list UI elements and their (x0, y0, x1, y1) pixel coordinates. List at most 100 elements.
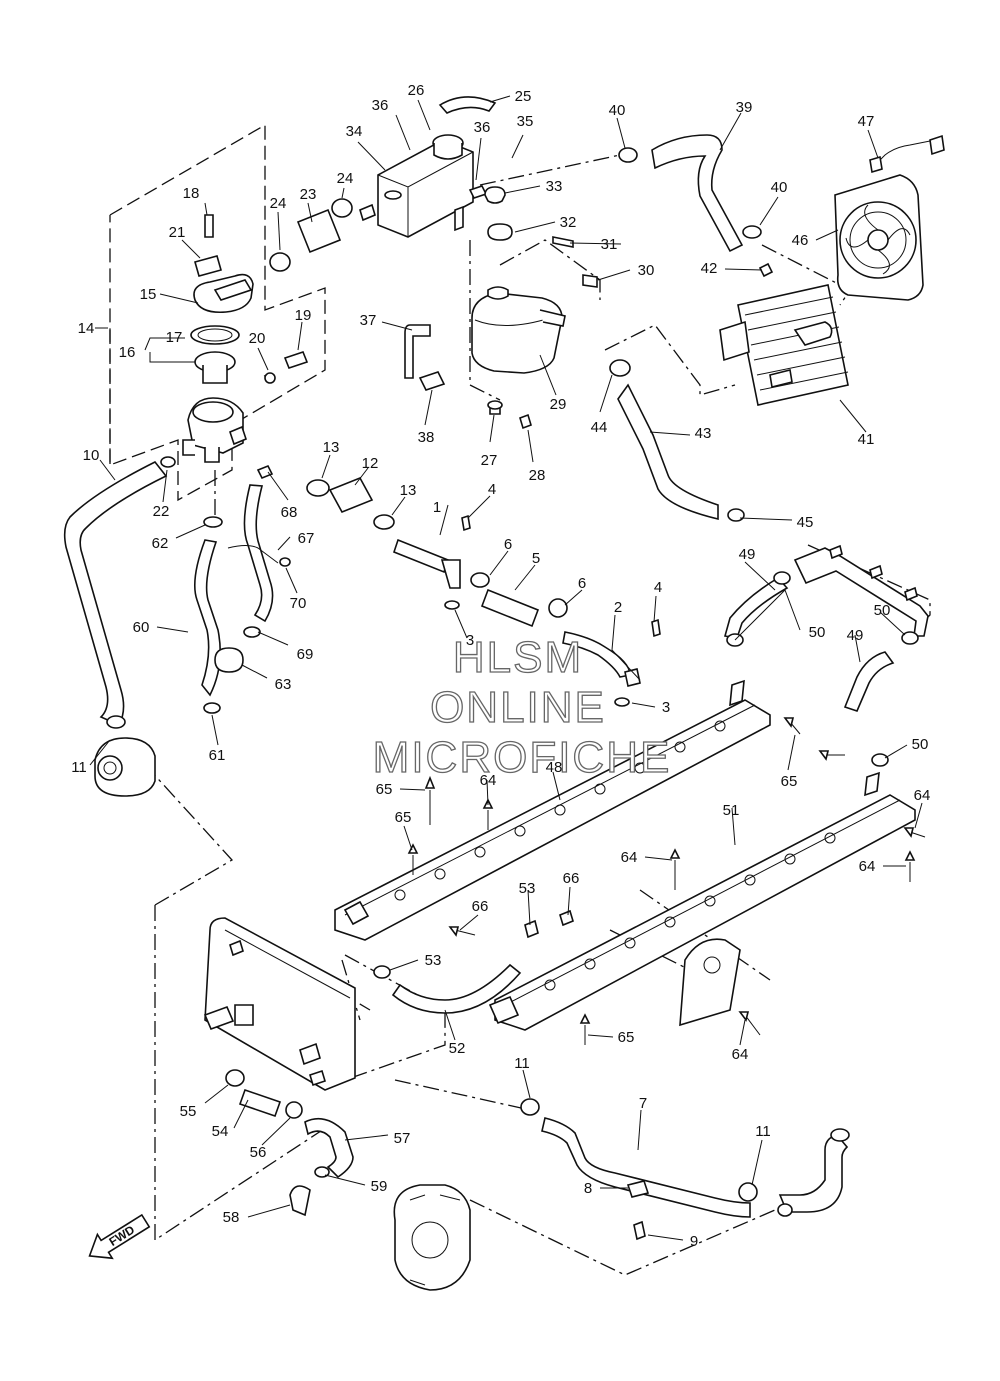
callout-number: 19 (295, 307, 312, 324)
callout-number: 65 (781, 773, 798, 790)
callout-number: 49 (847, 627, 864, 644)
callout-number: 55 (180, 1103, 197, 1120)
callout-number: 64 (480, 772, 497, 789)
callout-number: 50 (874, 602, 891, 619)
callout-number: 45 (797, 514, 814, 531)
callout-number: 10 (83, 447, 100, 464)
radiator-assembly (609, 134, 945, 522)
callout-number: 37 (360, 312, 377, 329)
callout-number: 66 (563, 870, 580, 887)
callout-number: 44 (591, 419, 608, 436)
left-hoses (63, 460, 291, 797)
callout-number: 35 (517, 113, 534, 130)
callout-number: 1 (433, 499, 441, 516)
callout-number: 23 (300, 186, 317, 203)
callout-number: 40 (609, 102, 626, 119)
callout-number: 70 (290, 595, 307, 612)
callout-number: 4 (488, 481, 496, 498)
callout-number: 3 (662, 699, 670, 716)
callout-number: 11 (514, 1055, 530, 1072)
callout-number: 64 (859, 858, 876, 875)
lower-hoses (225, 1069, 850, 1291)
callout-number: 4 (654, 579, 662, 596)
callout-number: 22 (153, 503, 170, 520)
callout-number: 68 (281, 504, 298, 521)
watermark-line3: MICROFICHE (373, 733, 672, 782)
callout-number: 50 (809, 624, 826, 641)
callout-number: 39 (736, 99, 753, 116)
callout-number: 33 (546, 178, 563, 195)
callout-number: 3 (466, 632, 474, 649)
callout-number: 40 (771, 179, 788, 196)
thermostat-housing-assembly (160, 214, 309, 528)
callout-number: 36 (474, 119, 491, 136)
callout-number: 6 (504, 536, 512, 553)
callout-number: 9 (690, 1233, 698, 1250)
callout-number: 11 (71, 759, 87, 776)
callout-number: 7 (639, 1095, 647, 1112)
callout-number: 53 (519, 880, 536, 897)
callout-number: 13 (323, 439, 340, 456)
callout-number: 64 (732, 1046, 749, 1063)
callout-number: 53 (425, 952, 442, 969)
bulkhead-panel (203, 909, 574, 1091)
callout-number: 32 (560, 214, 577, 231)
callout-number: 41 (858, 431, 875, 448)
callout-number: 24 (270, 195, 287, 212)
callout-number: 60 (133, 619, 150, 636)
callout-number: 49 (739, 546, 756, 563)
callout-number: 8 (584, 1180, 592, 1197)
callout-number: 46 (792, 232, 809, 249)
callout-number: 16 (119, 344, 136, 361)
callout-number: 2 (614, 599, 622, 616)
callout-number: 63 (275, 676, 292, 693)
callout-number: 25 (515, 88, 532, 105)
callout-number: 69 (297, 646, 314, 663)
callout-number: 13 (400, 482, 417, 499)
callout-number: 67 (298, 530, 315, 547)
callout-number: 65 (376, 781, 393, 798)
callout-number: 31 (601, 236, 618, 253)
callout-number: 38 (418, 429, 435, 446)
fasteners (407, 717, 926, 1045)
chassis-rail-upper (334, 679, 771, 941)
callout-number: 18 (183, 185, 200, 202)
callout-number: 59 (371, 1178, 388, 1195)
callout-number: 43 (695, 425, 712, 442)
callout-number: 51 (723, 802, 740, 819)
reservoir-tank (359, 96, 513, 241)
right-hoses (723, 544, 929, 767)
callout-number: 6 (578, 575, 586, 592)
callout-number: 14 (78, 320, 95, 337)
callout-number: 29 (550, 396, 567, 413)
callout-number: 48 (546, 759, 563, 776)
callout-number: 15 (140, 286, 157, 303)
callout-number: 20 (249, 330, 266, 347)
callout-number: 34 (346, 123, 363, 140)
callout-number: 27 (481, 452, 498, 469)
callout-number: 36 (372, 97, 389, 114)
overflow-tank (404, 236, 598, 430)
callout-number: 21 (169, 224, 186, 241)
callout-number: 42 (701, 260, 718, 277)
callout-number: 62 (152, 535, 169, 552)
callout-number: 54 (212, 1123, 229, 1140)
watermark-line2: ONLINE (430, 683, 606, 732)
callout-number: 64 (914, 787, 931, 804)
callout-number: 66 (472, 898, 489, 915)
callout-number: 11 (755, 1123, 771, 1140)
callout-number: 65 (395, 809, 412, 826)
callout-number: 5 (532, 550, 540, 567)
watermark: HLSM ONLINE MICROFICHE (372, 632, 672, 782)
callout-number: 56 (250, 1144, 267, 1161)
callout-number: 52 (449, 1040, 466, 1057)
callout-number: 65 (618, 1029, 635, 1046)
watermark-line1: HLSM (453, 633, 583, 682)
callout-number: 12 (362, 455, 379, 472)
callout-number: 28 (529, 467, 546, 484)
callout-number: 61 (209, 747, 226, 764)
callout-number: 57 (394, 1130, 411, 1147)
callout-number: 24 (337, 170, 354, 187)
callout-number: 58 (223, 1209, 240, 1226)
